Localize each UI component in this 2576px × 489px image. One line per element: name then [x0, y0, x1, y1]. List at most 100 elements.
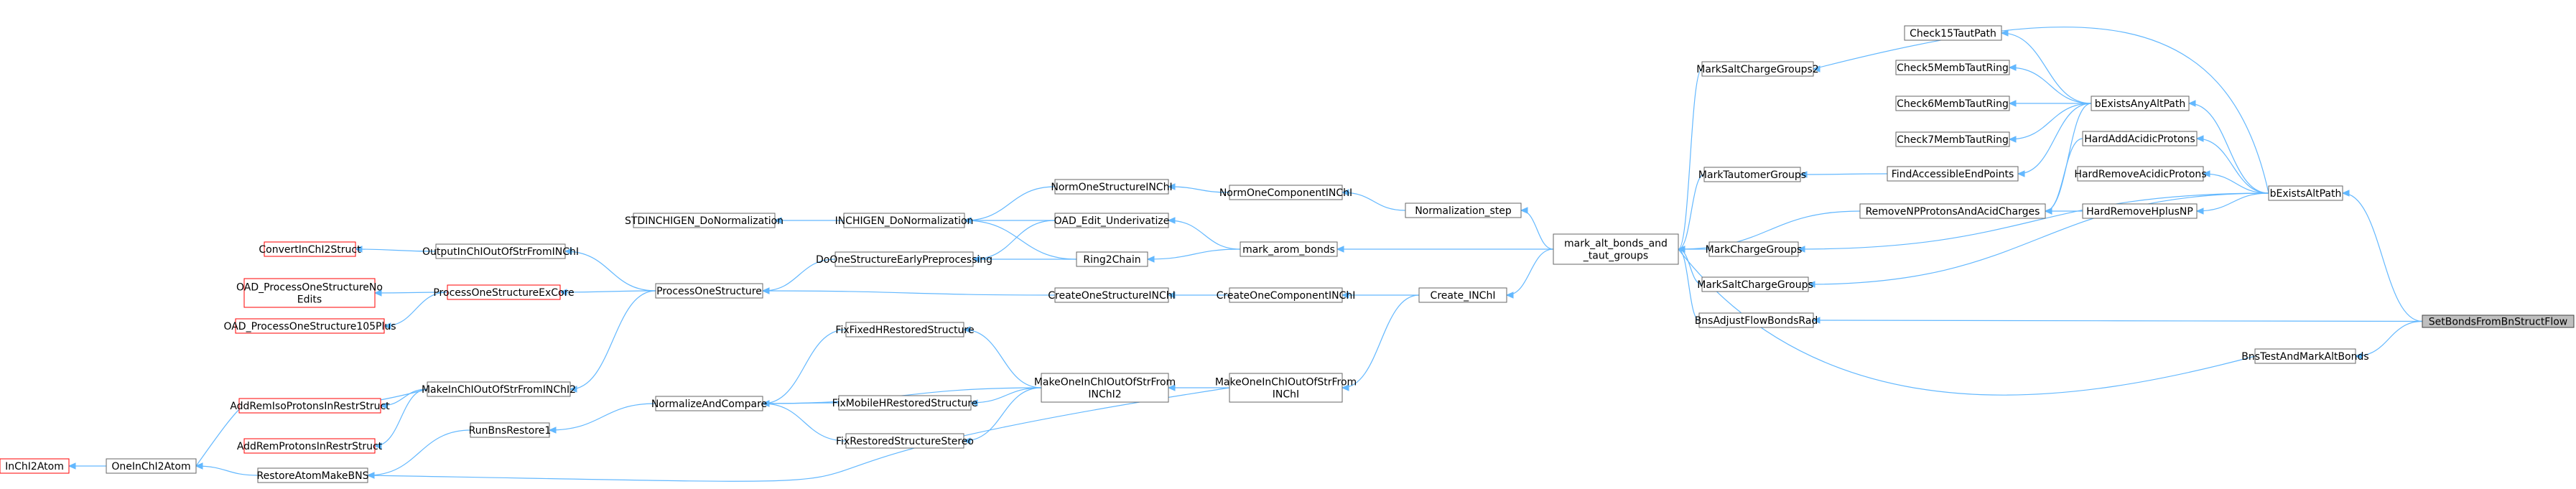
- edge-ConvertInChI2Struct-to-OutputInChIOutOfStrFromINChI: [354, 246, 437, 253]
- node-label: MarkTautomerGroups: [1698, 169, 1806, 181]
- node-label: INChI: [1273, 389, 1299, 401]
- node-label: AddRemIsoProtonsInRestrStruct: [230, 401, 390, 412]
- edge-Ring2Chain-to-mark_arom_bonds: [1146, 248, 1241, 263]
- node-BnsTestAndMarkAltBonds[interactable]: BnsTestAndMarkAltBonds: [2241, 348, 2369, 364]
- node-CreateOneStructureINChI[interactable]: CreateOneStructureINChI: [1048, 287, 1176, 303]
- node-Check5MembTautRing[interactable]: Check5MembTautRing: [1895, 60, 2010, 75]
- edge-BnsTestAndMarkAltBonds-to-root: [2354, 320, 2423, 360]
- edge-Check5MembTautRing-to-bExistsAnyAltPath: [2008, 64, 2092, 104]
- node-label: INChI2: [1088, 389, 1121, 401]
- node-label: Check7MembTautRing: [1897, 134, 2009, 146]
- edge-OutputInChIOutOfStrFromINChI-to-ProcessOneStructure: [564, 248, 656, 292]
- edge-MakeOneInChIOutOfStrFromINChI-to-Create_INChI: [1341, 294, 1420, 391]
- node-OutputInChIOutOfStrFromINChI[interactable]: OutputInChIOutOfStrFromINChI: [422, 243, 579, 259]
- node-label: MarkSaltChargeGroups: [1697, 279, 1813, 291]
- node-DoOneStructureEarlyPreprocessing[interactable]: DoOneStructureEarlyPreprocessing: [816, 251, 992, 267]
- node-OneInChI2Atom[interactable]: OneInChI2Atom: [106, 458, 197, 474]
- edge-InChI2Atom-to-OneInChI2Atom: [68, 462, 106, 470]
- edge-AddRemProtonsInRestrStruct-to-MakeInChIOutOfStrFromINChI2: [373, 388, 428, 450]
- node-Check6MembTautRing[interactable]: Check6MembTautRing: [1895, 96, 2010, 111]
- edge-mark_alt-to-BnsAdjustFlowBondsRad: [1677, 246, 1700, 321]
- edge-FindAccessibleEndPoints-to-bExistsAnyAltPath: [2017, 103, 2092, 177]
- node-bExistsAnyAltPath[interactable]: bExistsAnyAltPath: [2091, 96, 2190, 111]
- node-mark_alt[interactable]: mark_alt_bonds_and_taut_groups: [1553, 233, 1679, 265]
- node-Normalization_step[interactable]: Normalization_step: [1405, 202, 1522, 218]
- node-label: BnsAdjustFlowBondsRad: [1695, 315, 1818, 327]
- node-RemoveNPProtonsAndAcidCharges[interactable]: RemoveNPProtonsAndAcidCharges: [1859, 203, 2046, 219]
- node-label: MakeOneInChIOutOfStrFrom: [1034, 377, 1176, 388]
- node-label: FixMobileHRestoredStructure: [832, 398, 978, 409]
- node-ConvertInChI2Struct[interactable]: ConvertInChI2Struct: [259, 241, 361, 257]
- node-InChI2Atom[interactable]: InChI2Atom: [0, 458, 70, 474]
- edge-FixMobileHRestoredStructure-to-MakeOneInChIOutOfStrFromINChI2: [970, 387, 1042, 406]
- node-label: FixFixedHRestoredStructure: [835, 325, 974, 336]
- node-OAD_ProcessOneStructure105Plus[interactable]: OAD_ProcessOneStructure105Plus: [223, 318, 396, 334]
- node-RestoreAtomMakeBNS[interactable]: RestoreAtomMakeBNS: [257, 467, 369, 483]
- node-label: INCHIGEN_DoNormalization: [835, 215, 974, 227]
- node-label: Create_INChI: [1431, 290, 1496, 302]
- node-OAD_Edit_Underivatize[interactable]: OAD_Edit_Underivatize: [1054, 213, 1170, 228]
- node-MakeInChIOutOfStrFromINChI2[interactable]: MakeInChIOutOfStrFromINChI2: [422, 381, 576, 397]
- node-MarkSaltChargeGroups[interactable]: MarkSaltChargeGroups: [1697, 276, 1813, 292]
- node-label: mark_arom_bonds: [1242, 244, 1335, 256]
- node-Ring2Chain[interactable]: Ring2Chain: [1076, 251, 1148, 267]
- edge-INCHIGEN_DoNormalization-to-NormOneStructureINChI: [963, 186, 1056, 224]
- node-bExistsAltPath[interactable]: bExistsAltPath: [2268, 185, 2343, 201]
- node-label: bExistsAnyAltPath: [2095, 98, 2185, 110]
- node-NormalizeAndCompare[interactable]: NormalizeAndCompare: [651, 396, 767, 411]
- edge-NormalizeAndCompare-to-FixFixedHRestoredStructure: [761, 329, 847, 407]
- node-HardRemoveAcidicProtons[interactable]: HardRemoveAcidicProtons: [2074, 166, 2207, 182]
- edge-MakeInChIOutOfStrFromINChI2-to-ProcessOneStructure: [569, 290, 656, 393]
- node-label: HardRemoveHplusNP: [2086, 206, 2193, 218]
- node-MarkChargeGroups[interactable]: MarkChargeGroups: [1706, 241, 1803, 257]
- node-RunBnsRestore1[interactable]: RunBnsRestore1: [469, 422, 552, 438]
- node-HardAddAcidicProtons[interactable]: HardAddAcidicProtons: [2082, 131, 2198, 146]
- node-label: Check15TautPath: [1910, 28, 1996, 39]
- node-label: SetBondsFromBnStructFlow: [2429, 317, 2568, 328]
- edge-ProcessOneStructure-to-CreateOneStructureINChI: [761, 287, 1056, 296]
- node-FindAccessibleEndPoints[interactable]: FindAccessibleEndPoints: [1887, 166, 2019, 182]
- node-BnsAdjustFlowBondsRad[interactable]: BnsAdjustFlowBondsRad: [1695, 312, 1818, 328]
- node-label: STDINCHIGEN_DoNormalization: [625, 215, 784, 227]
- node-ProcessOneStructure[interactable]: ProcessOneStructure: [655, 283, 763, 299]
- node-Check7MembTautRing[interactable]: Check7MembTautRing: [1895, 131, 2010, 147]
- edge-FixFixedHRestoredStructure-to-MakeOneInChIOutOfStrFromINChI2: [962, 326, 1042, 388]
- node-Create_INChI[interactable]: Create_INChI: [1418, 287, 1507, 303]
- node-FixRestoredStructureStereo[interactable]: FixRestoredStructureStereo: [836, 433, 974, 449]
- edge-OAD_ProcessOneStructureNoEdits-to-ProcessOneStructureExCore: [373, 289, 448, 297]
- node-label: MakeInChIOutOfStrFromINChI2: [422, 384, 576, 396]
- node-label: OutputInChIOutOfStrFromINChI: [422, 246, 579, 258]
- node-HardRemoveHplusNP[interactable]: HardRemoveHplusNP: [2082, 203, 2198, 219]
- node-AddRemIsoProtonsInRestrStruct[interactable]: AddRemIsoProtonsInRestrStruct: [230, 398, 390, 414]
- node-mark_arom_bonds[interactable]: mark_arom_bonds: [1240, 241, 1338, 257]
- node-label: DoOneStructureEarlyPreprocessing: [816, 254, 992, 266]
- node-label: FindAccessibleEndPoints: [1892, 169, 2014, 180]
- node-root[interactable]: SetBondsFromBnStructFlow: [2422, 315, 2575, 328]
- edge-MarkChargeGroups-to-bExistsAltPath: [1797, 192, 2269, 253]
- node-STDINCHIGEN_DoNormalization[interactable]: STDINCHIGEN_DoNormalization: [625, 213, 784, 228]
- node-ProcessOneStructureExCore[interactable]: ProcessOneStructureExCore: [433, 284, 575, 300]
- node-NormOneComponentINChI[interactable]: NormOneComponentINChI: [1219, 185, 1352, 200]
- node-FixFixedHRestoredStructure[interactable]: FixFixedHRestoredStructure: [835, 322, 975, 337]
- node-FixMobileHRestoredStructure[interactable]: FixMobileHRestoredStructure: [832, 395, 978, 411]
- node-label: Ring2Chain: [1083, 254, 1140, 266]
- node-MarkTautomerGroups[interactable]: MarkTautomerGroups: [1698, 167, 1806, 182]
- node-CreateOneComponentINChI[interactable]: CreateOneComponentINChI: [1217, 287, 1356, 303]
- node-label: MarkSaltChargeGroups2: [1696, 64, 1818, 75]
- node-label: ProcessOneStructureExCore: [433, 287, 574, 299]
- node-label: OneInChI2Atom: [111, 461, 190, 472]
- node-AddRemProtonsInRestrStruct[interactable]: AddRemProtonsInRestrStruct: [237, 438, 383, 454]
- node-label: RemoveNPProtonsAndAcidCharges: [1866, 206, 2040, 218]
- edge-RunBnsRestore1-to-NormalizeAndCompare: [548, 403, 656, 434]
- node-Check15TautPath[interactable]: Check15TautPath: [1904, 25, 2002, 41]
- node-MarkSaltChargeGroups2[interactable]: MarkSaltChargeGroups2: [1696, 61, 1819, 77]
- edge-MarkTautomerGroups-to-FindAccessibleEndPoints: [1799, 171, 1888, 178]
- node-label: CreateOneStructureINChI: [1048, 290, 1176, 302]
- edge-mark_arom_bonds-to-mark_alt: [1336, 246, 1553, 253]
- node-NormOneStructureINChI[interactable]: NormOneStructureINChI: [1051, 179, 1173, 195]
- node-INCHIGEN_DoNormalization[interactable]: INCHIGEN_DoNormalization: [835, 213, 974, 228]
